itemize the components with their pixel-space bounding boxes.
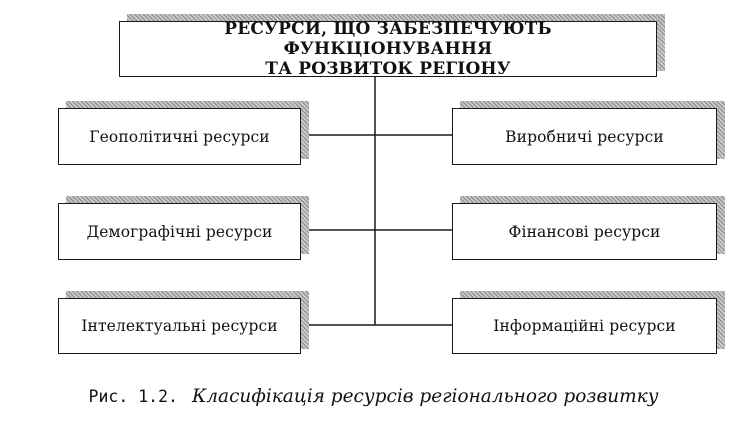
informational-resources-node: Інформаційні ресурси <box>452 298 717 354</box>
demographic-resources-node: Демографічні ресурси <box>58 203 301 260</box>
root-node-line2: ТА РОЗВИТОК РЕГІОНУ <box>265 59 511 79</box>
financial-resources-node: Фінансові ресурси <box>452 203 717 260</box>
production-resources-label: Виробничі ресурси <box>505 127 664 146</box>
root-node-line1: РЕСУРСИ, ЩО ЗАБЕЗПЕЧУЮТЬ ФУНКЦІОНУВАННЯ <box>224 19 552 59</box>
financial-resources-label: Фінансові ресурси <box>508 222 661 241</box>
intellectual-resources-label: Інтелектуальні ресурси <box>81 317 278 335</box>
figure-caption-text: Класифікація ресурсів регіонального розв… <box>191 386 659 407</box>
demographic-resources-label: Демографічні ресурси <box>86 222 273 241</box>
intellectual-resources-node: Інтелектуальні ресурси <box>58 298 301 354</box>
root-node-title: РЕСУРСИ, ЩО ЗАБЕЗПЕЧУЮТЬ ФУНКЦІОНУВАННЯ … <box>126 19 650 79</box>
figure-caption: Рис. 1.2. Класифікація ресурсів регіональ… <box>0 386 747 407</box>
production-resources-node: Виробничі ресурси <box>452 108 717 165</box>
figure-number: Рис. 1.2. <box>88 387 178 406</box>
geopolitical-resources-label: Геополітичні ресурси <box>89 127 270 146</box>
root-node: РЕСУРСИ, ЩО ЗАБЕЗПЕЧУЮТЬ ФУНКЦІОНУВАННЯ … <box>119 19 657 79</box>
geopolitical-resources-node: Геополітичні ресурси <box>58 108 301 165</box>
informational-resources-label: Інформаційні ресурси <box>493 317 676 335</box>
